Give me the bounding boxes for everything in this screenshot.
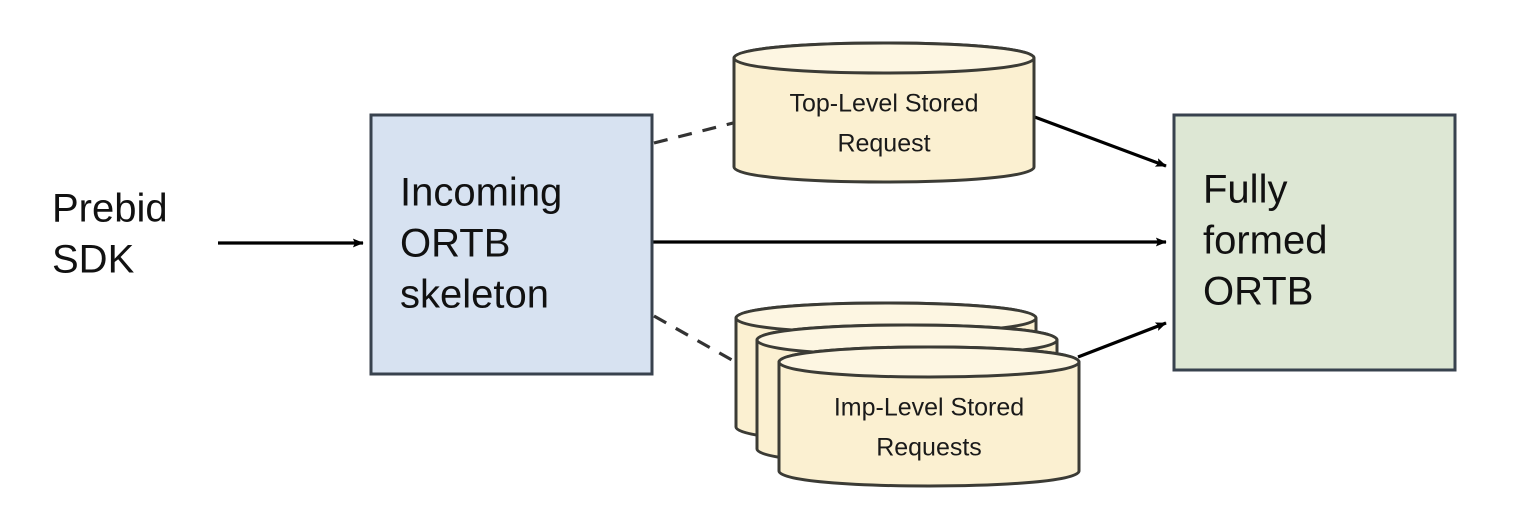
incoming-ortb-line-2: ORTB (400, 222, 510, 266)
top-level-cylinder-top (732, 41, 1036, 75)
incoming-ortb-line-1: Incoming (400, 171, 562, 215)
prebid-sdk-line-1: Prebid (52, 187, 168, 231)
fully-formed-ortb-box[interactable] (1172, 113, 1457, 372)
incoming-ortb-line-3: skeleton (400, 273, 549, 317)
top-level-label-line-1: Top-Level Stored (789, 90, 978, 118)
edge-incoming-to-imp-level (653, 314, 747, 370)
edge-imp-level-to-fully-formed (1077, 321, 1167, 359)
node-top-level-stored-request[interactable]: Top-Level Stored Request (732, 41, 1036, 184)
node-incoming-ortb-skeleton[interactable]: Incoming ORTB skeleton (369, 113, 654, 376)
node-prebid-sdk: Prebid SDK (52, 187, 168, 282)
edge-incoming-to-top-level (653, 118, 746, 145)
node-fully-formed-ortb[interactable]: Fully formed ORTB (1172, 113, 1457, 372)
top-level-label-line-2: Request (837, 130, 930, 158)
prebid-sdk-line-2: SDK (52, 238, 135, 282)
imp-level-label-line-1: Imp-Level Stored (834, 394, 1024, 422)
incoming-ortb-box[interactable] (369, 113, 654, 376)
fully-formed-line-1: Fully (1203, 168, 1287, 212)
node-imp-level-stored-requests[interactable]: Imp-Level Stored Requests (734, 301, 1081, 488)
imp-level-cylinder-front-top (777, 345, 1081, 379)
fully-formed-line-3: ORTB (1203, 270, 1313, 314)
imp-level-label-line-2: Requests (876, 434, 982, 462)
fully-formed-line-2: formed (1203, 219, 1328, 263)
edge-top-level-to-fully-formed (1031, 114, 1167, 168)
